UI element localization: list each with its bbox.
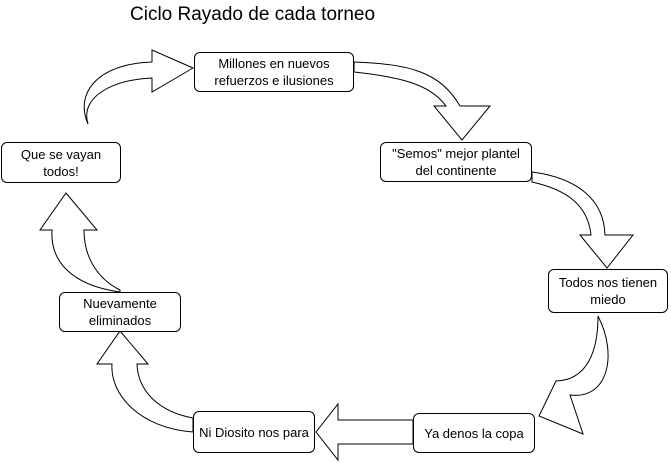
arrow-millones-to-semos <box>353 61 492 141</box>
arrow-diosito-to-eliminados <box>96 330 194 433</box>
node-miedo: Todos nos tienen miedo <box>548 269 668 313</box>
node-millones: Millones en nuevos refuerzos e ilusiones <box>194 52 354 92</box>
node-semos-label: "Semos" mejor plantel del continente <box>392 146 520 178</box>
arrow-copa-to-diosito <box>315 402 414 462</box>
node-miedo-label: Todos nos tienen miedo <box>558 275 658 307</box>
node-millones-label: Millones en nuevos refuerzos e ilusiones <box>214 56 334 88</box>
node-diosito-label: Ni Diosito nos para <box>199 424 309 440</box>
arrow-eliminados-to-vayan <box>39 192 121 293</box>
node-eliminados-label: Nuevamente eliminados <box>83 296 157 328</box>
node-diosito: Ni Diosito nos para <box>193 411 315 453</box>
arrow-vayan-to-millones <box>83 49 195 125</box>
node-vayan-label: Que se vayan todos! <box>20 146 102 179</box>
diagram-title: Ciclo Rayado de cada torneo <box>130 4 376 25</box>
node-eliminados: Nuevamente eliminados <box>59 292 181 332</box>
arrow-miedo-to-copa <box>538 315 609 435</box>
node-copa: Ya denos la copa <box>413 413 535 453</box>
node-vayan: Que se vayan todos! <box>1 142 121 183</box>
arrow-semos-to-miedo <box>531 171 635 269</box>
node-semos: "Semos" mejor plantel del continente <box>380 142 532 182</box>
node-copa-label: Ya denos la copa <box>424 425 524 441</box>
